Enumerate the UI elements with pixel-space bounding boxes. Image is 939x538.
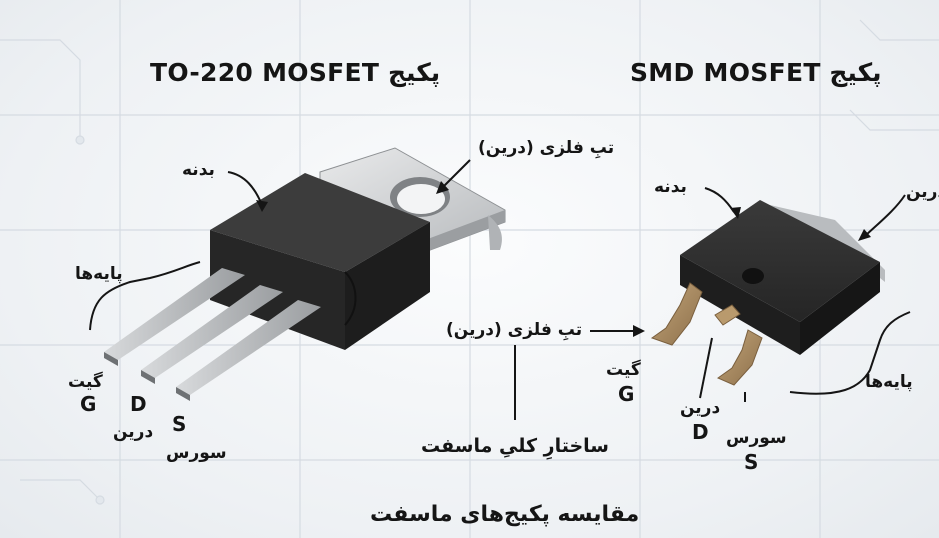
to220-leads: [104, 268, 321, 401]
smd-package: [650, 200, 885, 386]
to220-drain-symbol: D: [130, 392, 147, 416]
to220-callout-lines: [89, 159, 471, 331]
to220-body: [210, 173, 430, 350]
smd-drain-symbol: D: [692, 420, 709, 444]
smd-body: [680, 200, 880, 355]
to220-gate-fa: گیت: [68, 372, 103, 392]
smd-title: پکیج SMD MOSFET: [630, 58, 882, 87]
to220-leads-label: پایه‌ها: [75, 264, 123, 284]
to220-body-label: بدنه: [182, 160, 215, 180]
smd-body-label: بدنه: [654, 177, 687, 197]
smd-callout-lines: [514, 187, 911, 420]
smd-source-symbol: S: [744, 450, 759, 474]
smd-drain-fa: درین: [680, 398, 721, 418]
to220-metal-tab: [319, 147, 506, 253]
smd-leads-label: پایه‌ها: [865, 372, 913, 392]
center-tab-label: تبِ فلزی (درین): [446, 320, 583, 340]
smd-source-fa: سورس: [726, 428, 787, 448]
smd-gate-fa: گیت: [606, 360, 641, 380]
to220-source-symbol: S: [172, 412, 187, 436]
to220-drain-fa: درین: [113, 422, 154, 442]
smd-gate-symbol: G: [618, 382, 635, 406]
center-structure-label: ساختارِ کلیِ ماسفت: [421, 435, 609, 457]
bottom-title: مقایسه پکیج‌های ماسفت: [370, 502, 640, 527]
to220-title: پکیج TO-220 MOSFET: [150, 58, 441, 87]
smd-drain-top-label: درین: [906, 182, 939, 202]
to220-source-fa: سورس: [166, 443, 227, 463]
to220-tab-label: تبِ فلزی (درین): [478, 138, 615, 158]
smd-leads: [650, 282, 763, 386]
to220-gate-symbol: G: [80, 392, 97, 416]
to220-package: [104, 147, 506, 401]
